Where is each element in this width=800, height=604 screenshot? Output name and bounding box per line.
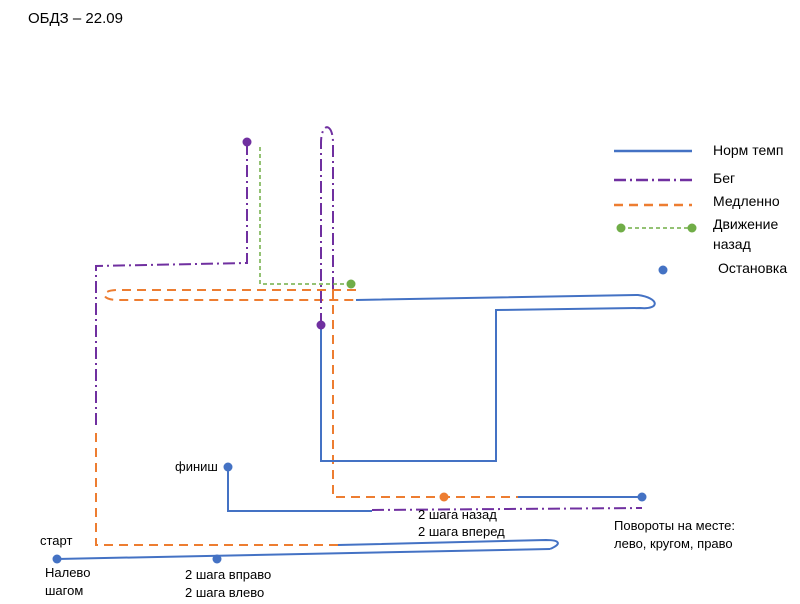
backward-path — [259, 147, 351, 285]
page-title: ОБДЗ – 22.09 — [28, 10, 123, 27]
steps-back-label: 2 шага назад — [418, 507, 497, 522]
normal-path — [56, 293, 656, 560]
normal-path-upper — [320, 293, 656, 462]
legend-symbols — [614, 149, 697, 275]
run-end-dot-middle — [316, 320, 326, 330]
left-step-label-1: Налево — [45, 565, 91, 580]
legend-back-dot-right — [687, 223, 697, 233]
run-path-right — [371, 507, 643, 511]
steps-left-label: 2 шага влево — [185, 585, 265, 600]
normal-path-turn — [337, 538, 559, 550]
turns-dot — [637, 492, 647, 502]
steps-back-forward-dot — [439, 492, 449, 502]
turns-label-2: лево, кругом, право — [614, 536, 733, 551]
turns-label-1: Повороты на месте: — [614, 518, 735, 533]
legend-stop-dot — [658, 265, 668, 275]
finish-label: финиш — [175, 459, 218, 474]
legend-back-label-1: Движение — [713, 216, 779, 232]
run-path — [95, 126, 643, 511]
steps-side-dot — [212, 554, 222, 564]
backward-dot — [346, 279, 356, 289]
slow-path — [95, 289, 518, 546]
legend-run-label: Бег — [713, 170, 736, 186]
legend-stop-label: Остановка — [718, 260, 788, 276]
markers — [52, 137, 647, 564]
finish-dot — [223, 462, 233, 472]
run-path-hook — [320, 126, 334, 325]
left-step-label-2: шагом — [45, 583, 84, 598]
slow-path-bottom — [95, 428, 338, 546]
run-path-left — [95, 143, 248, 425]
normal-path-finish — [227, 467, 372, 512]
steps-right-label: 2 шага вправо — [185, 567, 272, 582]
run-end-dot-top — [242, 137, 252, 147]
slow-path-vertical — [332, 290, 518, 498]
legend-slow-label: Медленно — [713, 193, 780, 209]
legend-normal-label: Норм темп — [713, 142, 784, 158]
slow-path-loop — [103, 289, 356, 301]
legend-back-label-2: назад — [713, 236, 751, 252]
normal-path-start — [56, 548, 551, 560]
start-dot — [52, 554, 62, 564]
legend-back-dot-left — [616, 223, 626, 233]
steps-forward-label: 2 шага вперед — [418, 524, 505, 539]
start-label: старт — [40, 533, 73, 548]
